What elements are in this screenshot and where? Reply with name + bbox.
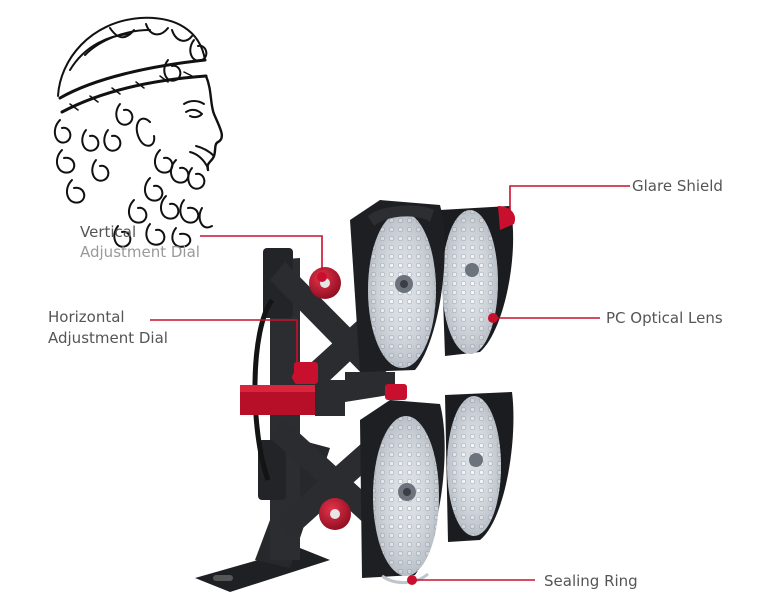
vertical-dial-label-line1: Vertical	[80, 223, 137, 241]
horizontal-dial-label-line2: Adjustment Dial	[48, 329, 168, 347]
callout-lines	[150, 185, 630, 585]
vertical-dial-dot	[317, 272, 327, 282]
horizontal-dial-label-line1: Horizontal	[48, 308, 125, 326]
pc-optical-lens-dot	[488, 313, 498, 323]
portrait-sketch-icon	[53, 16, 224, 248]
horizontal-dial-leader	[150, 319, 298, 372]
sealing-ring-label: Sealing Ring	[544, 572, 638, 590]
horizontal-dial-dot	[292, 372, 302, 382]
glare-shield-label: Glare Shield	[632, 177, 723, 195]
glare-shield-leader	[509, 185, 630, 216]
glare-shield-dot	[505, 213, 515, 223]
vertical-dial-leader	[200, 235, 323, 270]
vertical-dial-label-line2: Adjustment Dial	[80, 243, 200, 261]
floodlight-product	[195, 200, 516, 592]
pc-optical-lens-label: PC Optical Lens	[606, 309, 723, 327]
sealing-ring-dot	[407, 575, 417, 585]
